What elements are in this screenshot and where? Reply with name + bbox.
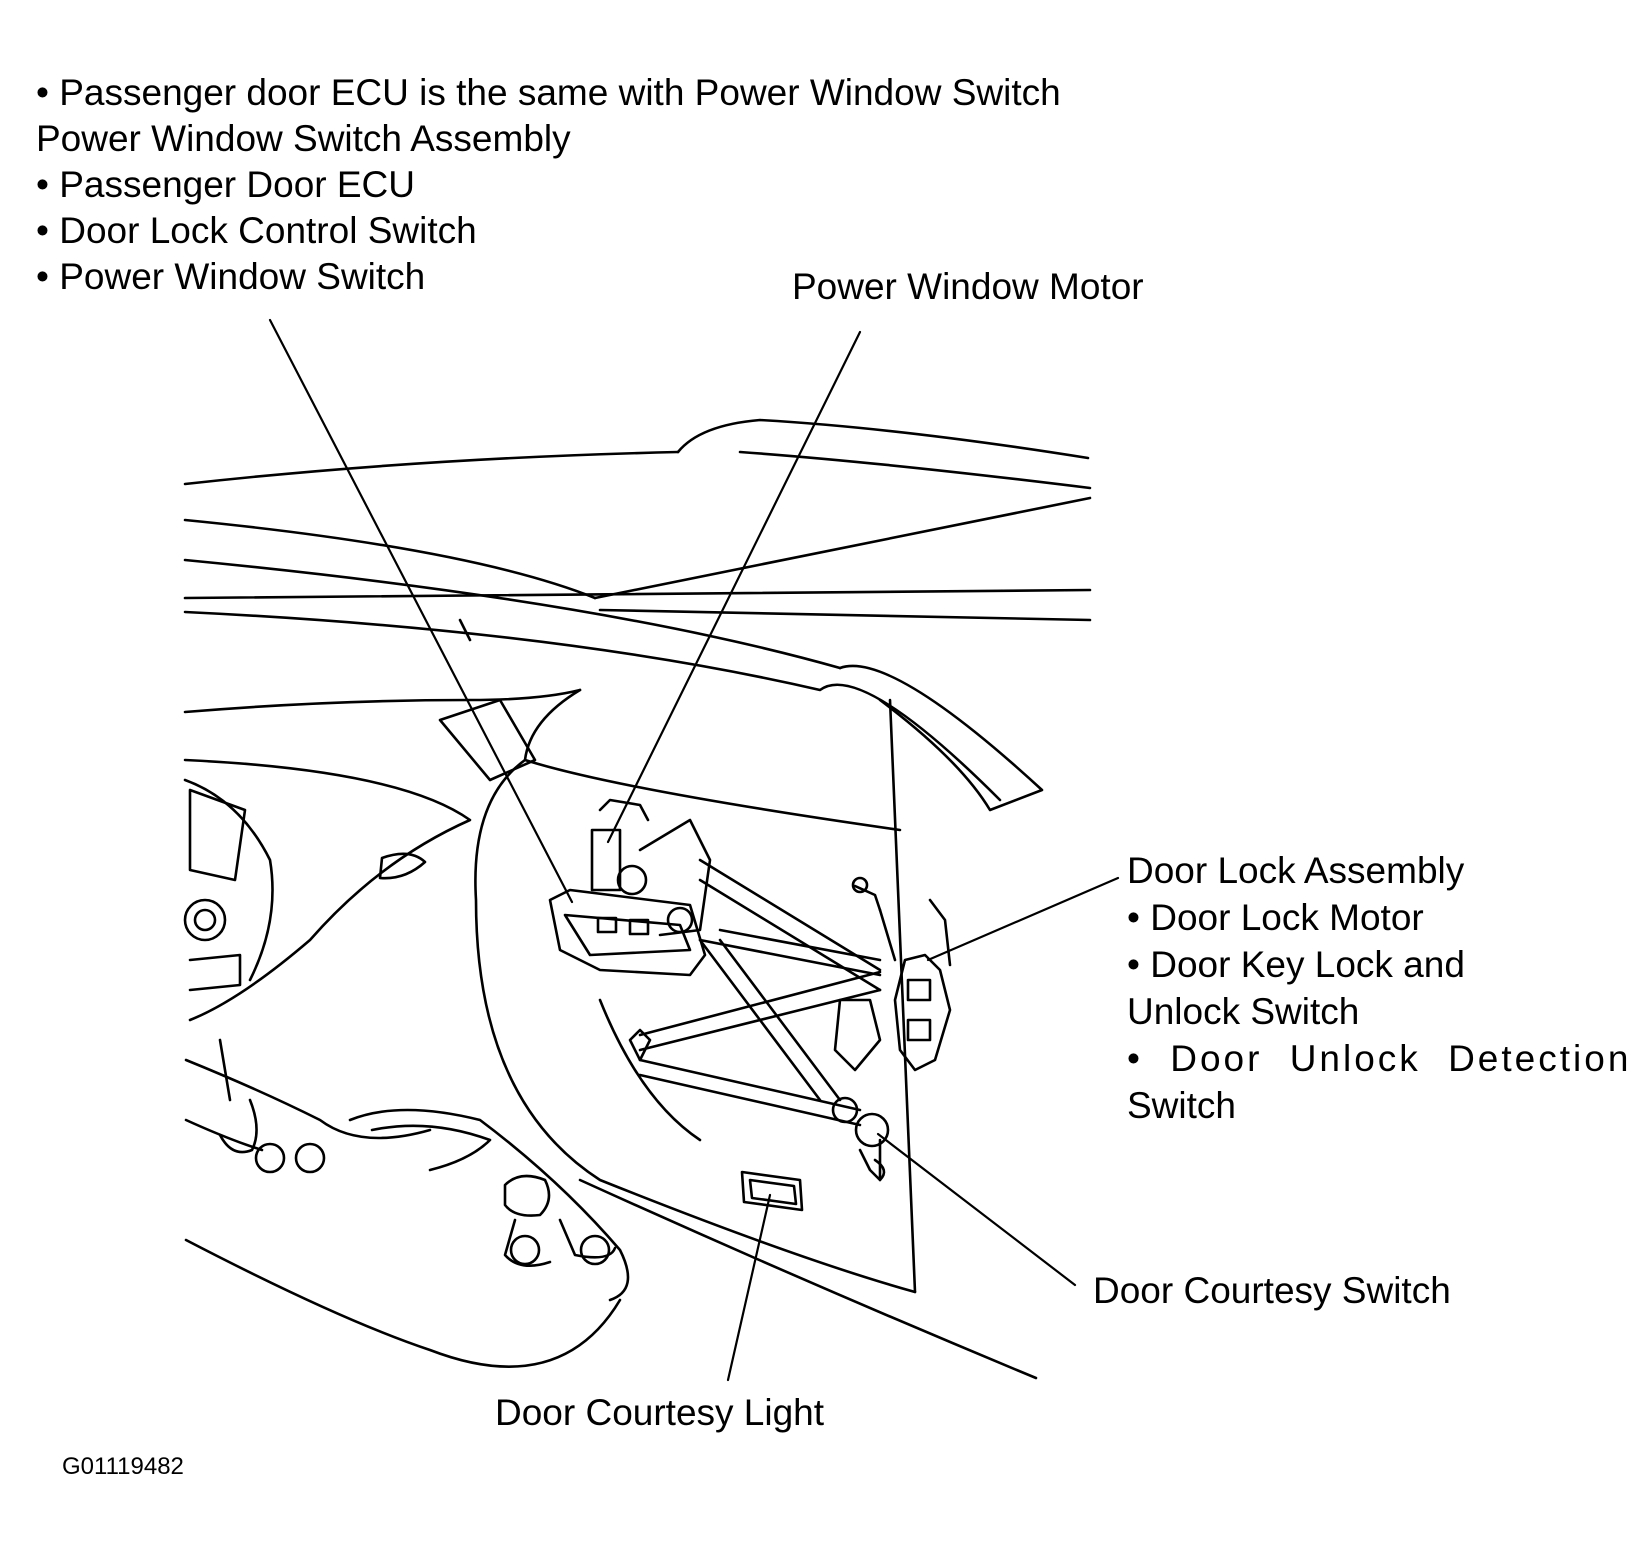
switch-assembly-item: • Power Window Switch xyxy=(36,256,426,297)
courtesy-light xyxy=(740,1170,804,1212)
switch-assembly-item: • Passenger Door ECU xyxy=(36,164,415,205)
door-lock-assembly-item: • Door Unlock Detection xyxy=(1127,1038,1627,1079)
window-motor-label: Power Window Motor xyxy=(792,266,1144,307)
switch-assembly-title: Power Window Switch Assembly xyxy=(36,118,571,159)
leader-lines xyxy=(268,318,1120,1382)
door-lock-mechanism xyxy=(854,898,952,1182)
courtesy-light-label: Door Courtesy Light xyxy=(495,1392,825,1433)
door-lock-assembly-item: • Door Lock Motor xyxy=(1127,897,1424,938)
door-lock-assembly-title: Door Lock Assembly xyxy=(1127,850,1465,891)
door-lock-assembly-item: Switch xyxy=(1127,1085,1236,1126)
window-switch-panel xyxy=(548,888,707,977)
switch-assembly-item: • Door Lock Control Switch xyxy=(36,210,477,251)
switch-assembly-note: • Passenger door ECU is the same with Po… xyxy=(36,72,1061,113)
figure-code: G01119482 xyxy=(62,1453,184,1480)
switch-assembly-label: • Passenger door ECU is the same with Po… xyxy=(36,70,1061,300)
door-lock-assembly-item: • Door Key Lock and xyxy=(1127,944,1465,985)
courtesy-switch-label: Door Courtesy Switch xyxy=(1093,1270,1451,1311)
door-outline xyxy=(183,688,1038,1380)
roof-frame xyxy=(183,418,1092,812)
window-regulator xyxy=(590,798,897,1127)
door-lock-assembly-label: Door Lock Assembly • Door Lock Motor • D… xyxy=(1127,848,1627,1130)
door-lock-assembly-item: Unlock Switch xyxy=(1127,991,1360,1032)
dashboard xyxy=(183,698,630,1368)
